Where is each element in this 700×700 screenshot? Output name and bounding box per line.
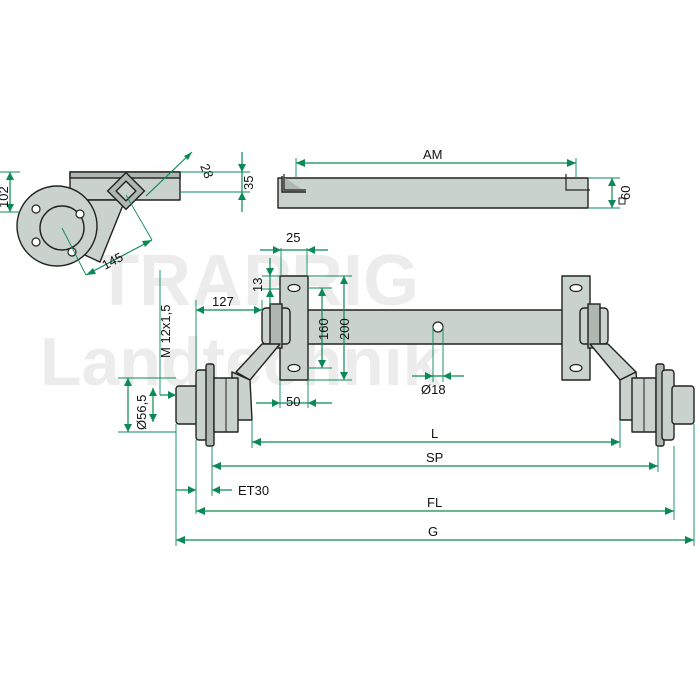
dim-50: 50: [286, 394, 300, 409]
dim-fl: FL: [427, 495, 442, 510]
dim-g: G: [428, 524, 438, 539]
dim-sp: SP: [426, 450, 443, 465]
dim-l: L: [431, 426, 438, 441]
dim-13: 13: [250, 278, 265, 292]
dim-56-5: Ø56,5: [134, 395, 149, 430]
thread-label: M 12x1,5: [158, 305, 173, 358]
top-view-bar: AM 60: [277, 147, 633, 209]
dim-25: 25: [286, 230, 300, 245]
dim-et30: ET30: [238, 483, 269, 498]
dim-am: AM: [423, 147, 443, 162]
dim-160: 160: [316, 318, 331, 340]
dim-28: 28: [197, 162, 216, 181]
front-view-axle: 25 13 160 200 127 M 12x1,5: [118, 230, 695, 546]
top-bar: [277, 177, 589, 209]
dim-102: 102: [0, 186, 11, 208]
dim-127: 127: [212, 294, 234, 309]
side-view: 102 28 35 145: [0, 151, 256, 276]
dim-35: 35: [241, 176, 256, 190]
dim-60: 60: [618, 186, 633, 200]
dim-18: Ø18: [421, 382, 446, 397]
dim-200: 200: [337, 318, 352, 340]
